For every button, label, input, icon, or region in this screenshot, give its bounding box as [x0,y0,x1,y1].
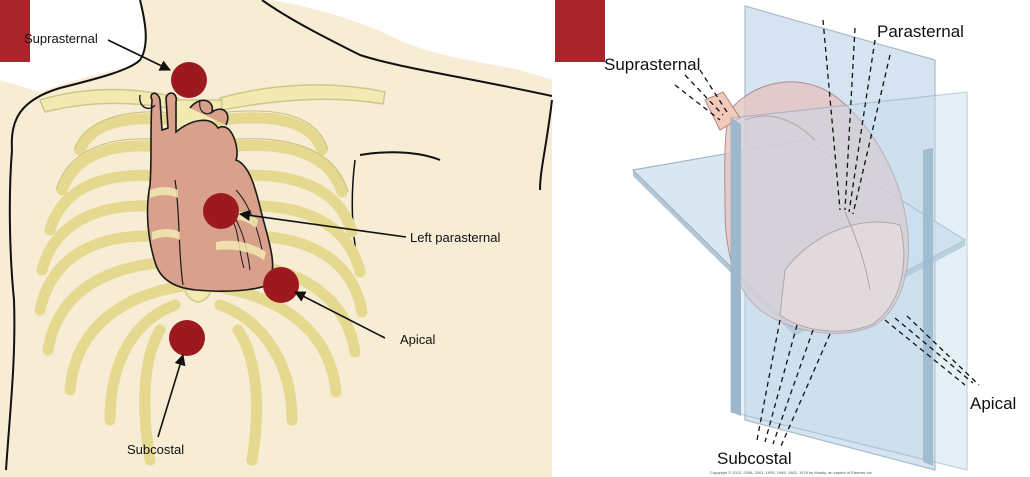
copyright-notice: Copyright © 2012, 2006, 2001, 1995, 1989… [710,470,873,475]
heart-3d [704,81,909,334]
label-suprasternal-3d: Suprasternal [604,55,701,74]
planes-illustration [555,0,1030,477]
label-parasternal-3d: Parasternal [877,22,964,41]
subcostal-probe-marker [169,320,205,356]
label-left-parasternal: Left parasternal [410,230,501,245]
label-apical: Apical [400,332,436,347]
label-arrows [107,39,407,438]
label-subcostal-3d: Subcostal [717,449,792,468]
imaging-planes-diagram: Suprasternal Parasternal Apical Subcosta… [555,0,1030,477]
suprasternal-probe-marker [171,62,207,98]
chest-illustration [0,0,553,477]
beam-lines [674,19,980,447]
label-apical-3d: Apical [970,394,1017,413]
right-clavicle [219,84,386,111]
apical-probe-marker [263,267,299,303]
label-subcostal: Subcostal [127,442,185,457]
chest-probe-positions-diagram: Suprasternal Left parasternal Apical Sub… [0,0,553,477]
accent-bar-left [0,0,30,62]
parasternal-probe-marker [203,193,239,229]
label-suprasternal: Suprasternal [24,31,98,46]
